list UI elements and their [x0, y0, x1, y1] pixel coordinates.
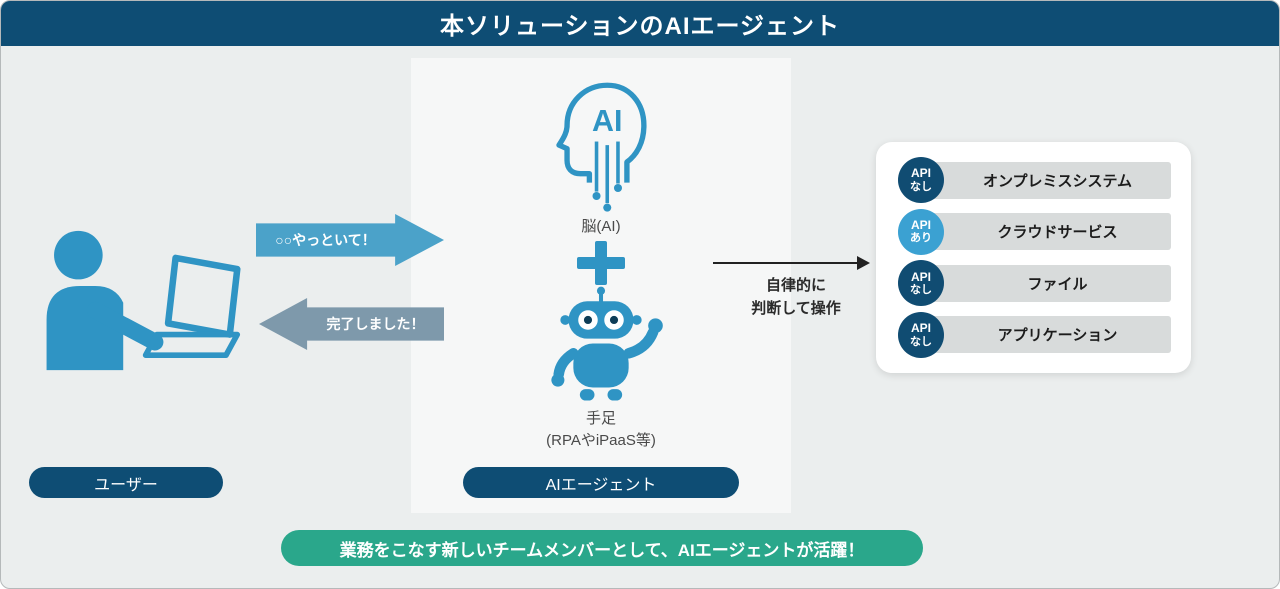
page-title: 本ソリューションのAIエージェント: [439, 13, 841, 40]
api-badge: API なし: [898, 260, 944, 307]
request-text: ○○やっといて！: [275, 232, 376, 248]
target-label-bar: アプリケーション: [922, 316, 1171, 354]
api-badge-top: API: [910, 218, 931, 233]
operate-arrow-head: [857, 256, 870, 270]
api-badge-bottom: なし: [910, 180, 932, 193]
agent-label: AIエージェント: [545, 476, 657, 494]
user-label: ユーザー: [94, 476, 158, 494]
operate-caption: 自律的に 判断して操作: [701, 274, 891, 321]
target-label: オンプレミスシステム: [982, 172, 1133, 190]
api-badge-bottom: なし: [910, 283, 932, 296]
operate-caption-line2: 判断して操作: [751, 300, 841, 318]
target-label: ファイル: [1027, 275, 1088, 293]
target-label-bar: ファイル: [922, 264, 1171, 302]
target-row: API なし アプリケーション: [898, 311, 1171, 358]
api-badge-bottom: なし: [910, 335, 932, 348]
api-badge-top: API: [910, 166, 931, 181]
brain-caption: 脳(AI): [581, 218, 621, 235]
api-badge: API あり: [898, 208, 944, 255]
ai-text: AI: [592, 105, 622, 138]
target-label: アプリケーション: [997, 327, 1118, 345]
robot-icon: [551, 286, 663, 401]
target-row: API なし オンプレミスシステム: [898, 157, 1171, 203]
user-label-pill: ユーザー: [29, 467, 223, 498]
footer-banner: 業務をこなす新しいチームメンバーとして、AIエージェントが活躍！: [281, 530, 923, 566]
operate-caption-line1: 自律的に: [765, 277, 826, 294]
footer-banner-text: 業務をこなす新しいチームメンバーとして、AIエージェントが活躍！: [339, 540, 865, 560]
agent-label-pill: AIエージェント: [463, 467, 739, 498]
api-badge: API なし: [898, 311, 944, 358]
plus-icon: [577, 241, 625, 285]
target-label: クラウドサービス: [997, 224, 1118, 242]
user-at-laptop-icon: [46, 230, 241, 371]
api-badge: API なし: [898, 157, 944, 203]
operate-arrow-line: [713, 262, 859, 264]
agent-column-background: [411, 58, 791, 513]
limbs-caption: 手足: [585, 410, 616, 427]
ai-brain-icon: AI: [556, 82, 647, 212]
api-badge-top: API: [910, 269, 931, 284]
target-systems-card: API なし オンプレミスシステム API あり クラウドサービス API なし…: [876, 142, 1191, 373]
target-row: API あり クラウドサービス: [898, 208, 1171, 255]
target-row: API なし ファイル: [898, 260, 1171, 307]
api-badge-bottom: あり: [910, 232, 932, 245]
title-bar: 本ソリューションのAIエージェント: [1, 1, 1279, 46]
response-text: 完了しました！: [326, 316, 425, 332]
limbs-subcaption: (RPAやiPaaS等): [546, 432, 656, 449]
target-label-bar: オンプレミスシステム: [922, 161, 1171, 199]
target-label-bar: クラウドサービス: [922, 213, 1171, 251]
api-badge-top: API: [910, 321, 931, 336]
